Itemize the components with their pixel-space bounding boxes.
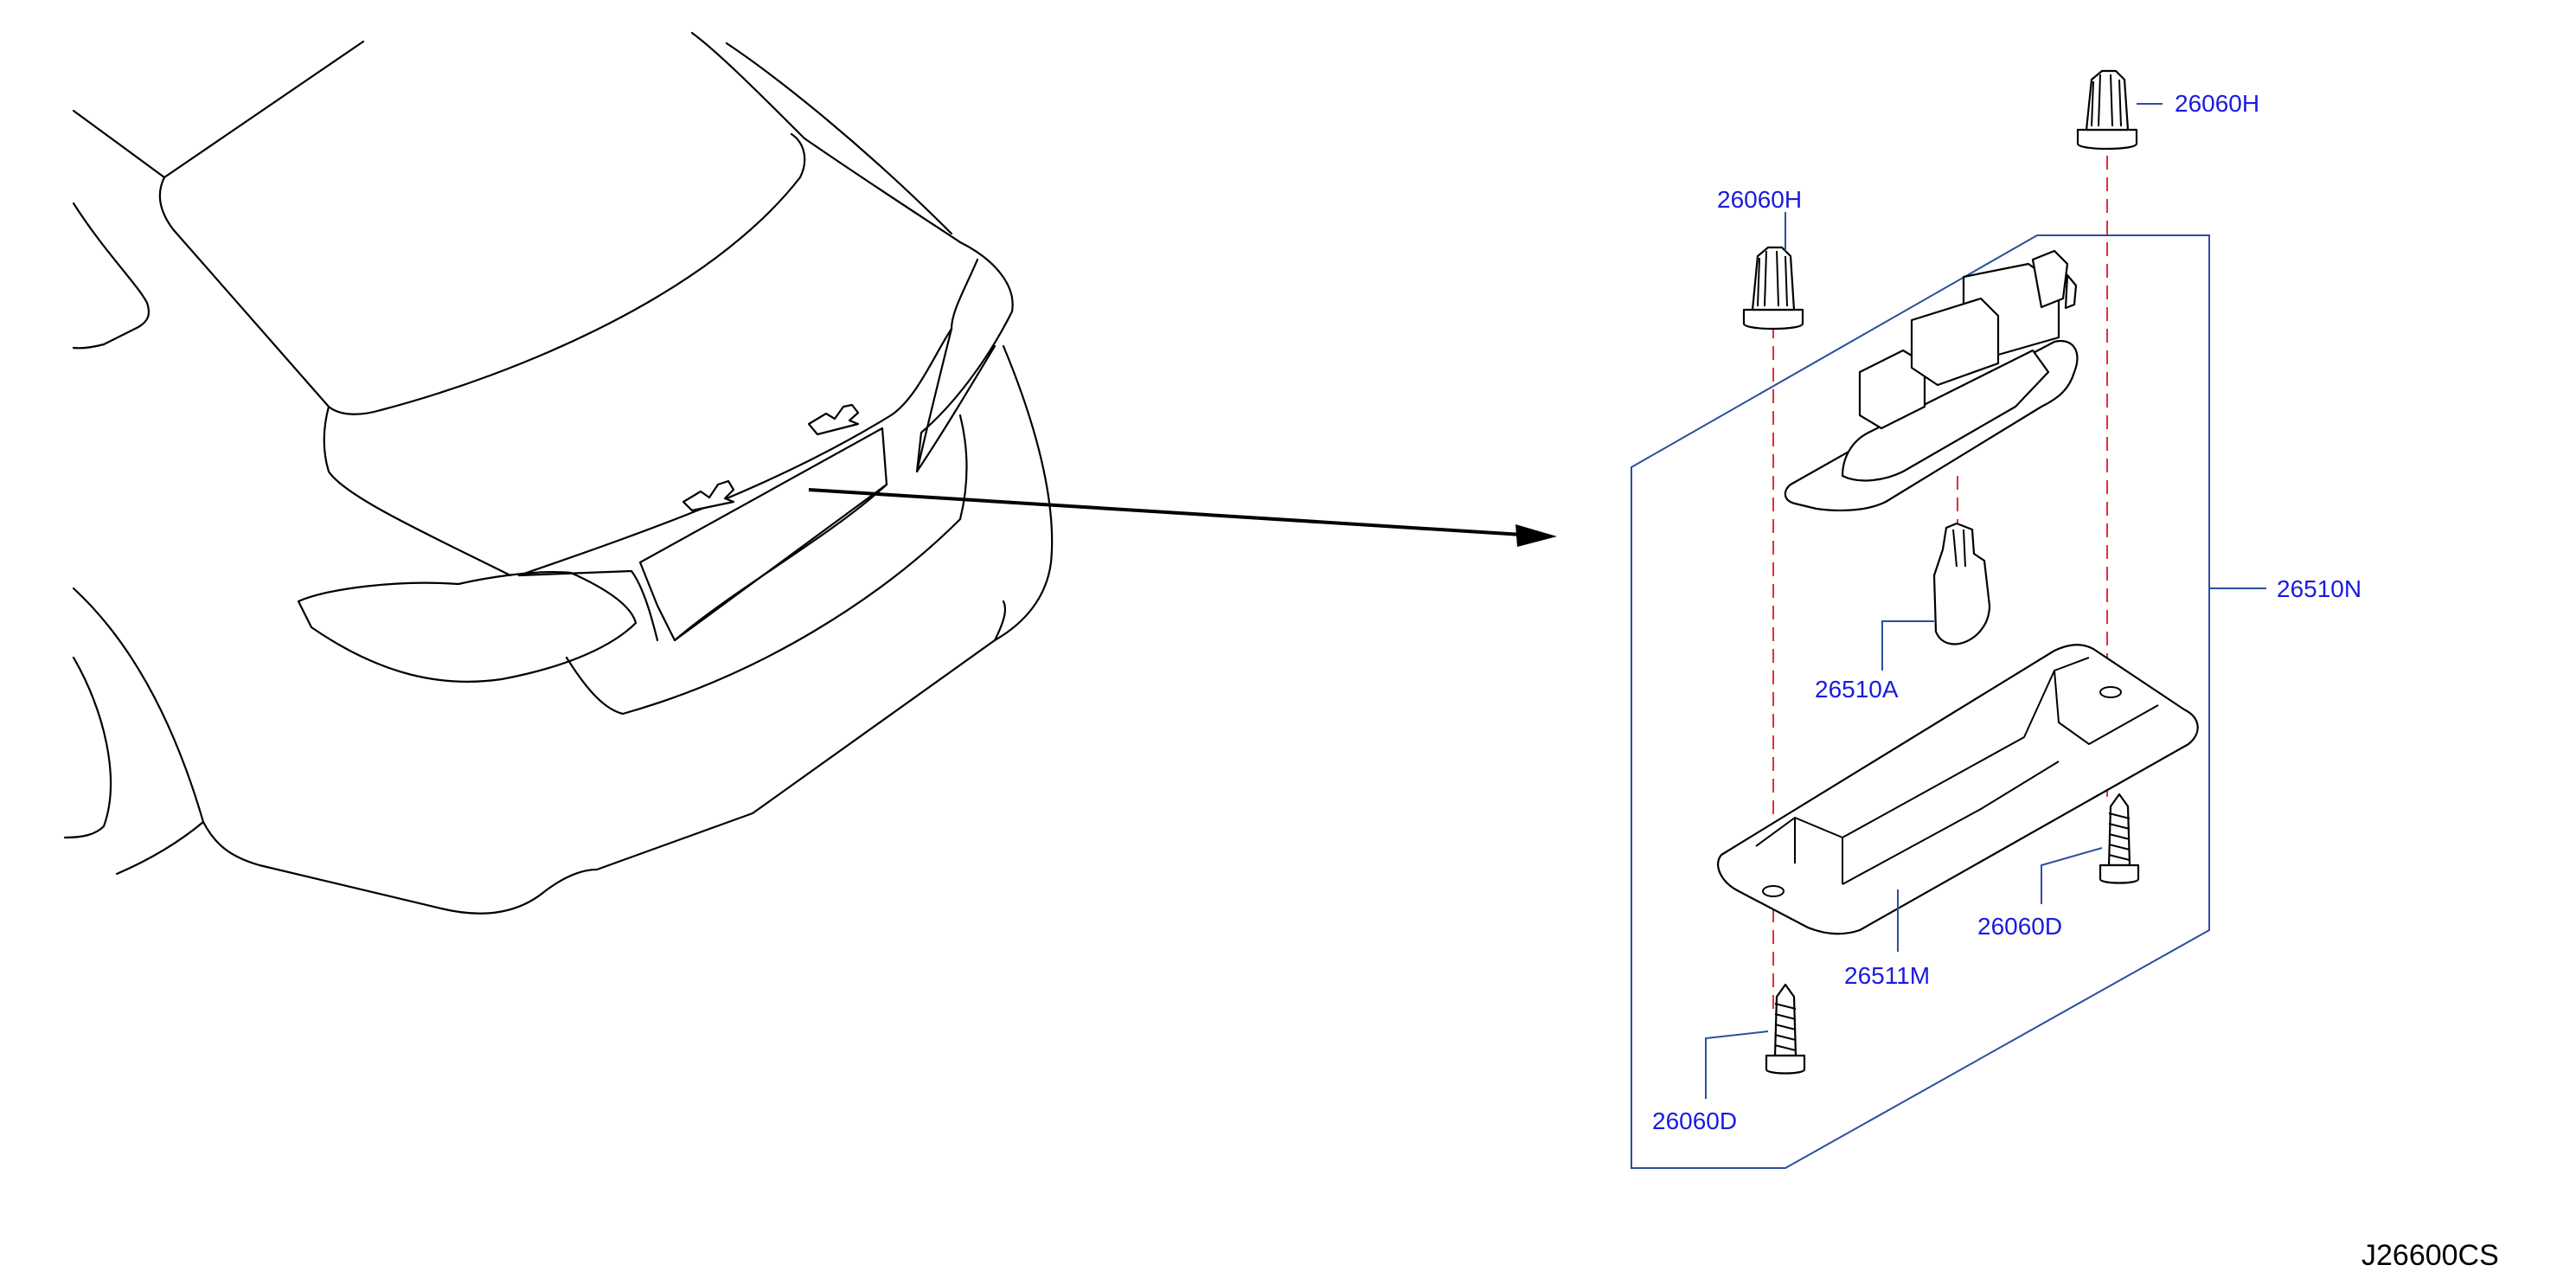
label-bulb: 26510A — [1815, 676, 1899, 703]
label-assembly: 26510N — [2277, 575, 2361, 602]
label-lens-housing: 26511M — [1844, 962, 1930, 989]
screw-right-icon — [2099, 793, 2140, 884]
lamp-socket-icon — [1784, 249, 2079, 512]
assembly-outline — [1631, 234, 2210, 1169]
lens-housing-icon — [1716, 644, 2199, 935]
label-clip-top-right: 26060H — [2175, 90, 2259, 117]
label-clip-top-left: 26060H — [1717, 186, 1802, 213]
screw-left-icon — [1765, 983, 1806, 1075]
car-rear-illustration — [63, 31, 1557, 915]
clip-top-right-icon — [2076, 69, 2138, 151]
clip-top-left-icon — [1742, 246, 1804, 331]
label-screw-left: 26060D — [1652, 1107, 1737, 1134]
diagram-code: J26600CS — [2361, 1239, 2499, 1272]
leader-lines — [1705, 103, 2266, 1099]
bulb-icon — [1932, 522, 1991, 645]
label-screw-right: 26060D — [1977, 913, 2062, 940]
